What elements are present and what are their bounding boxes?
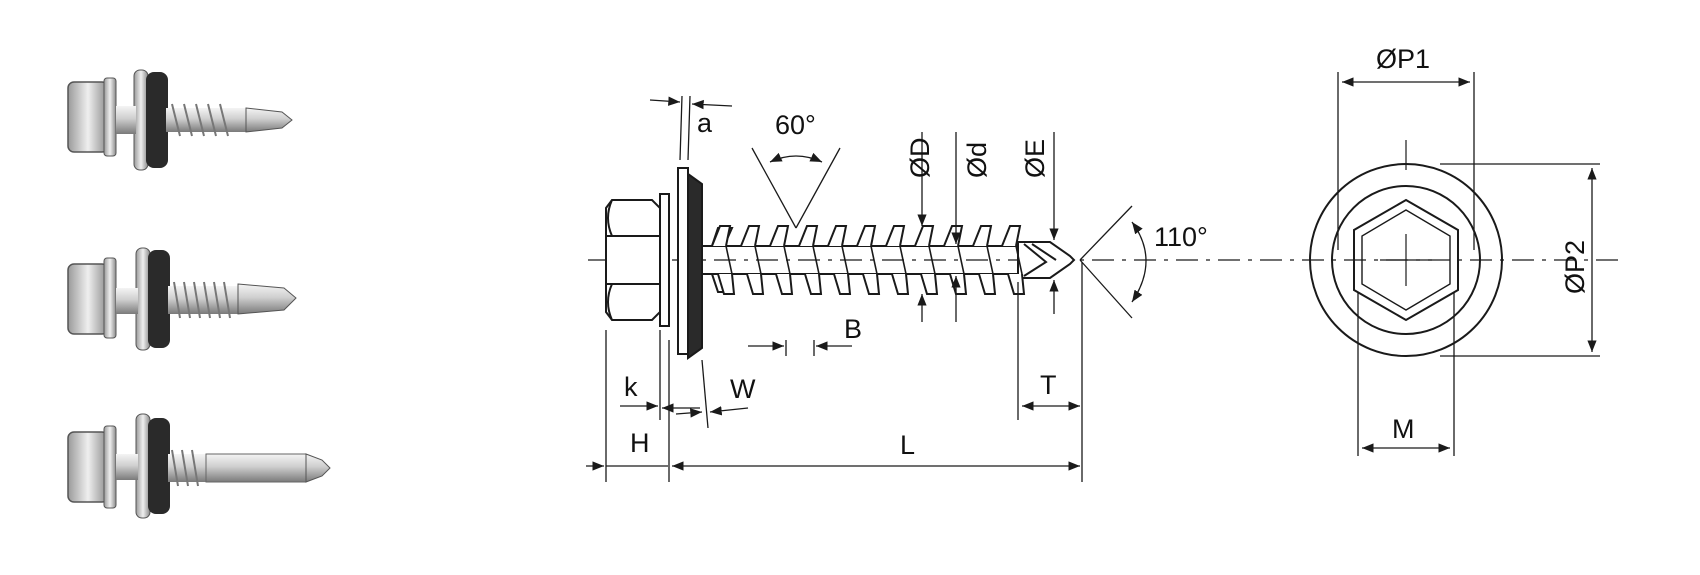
- label-outer-diameter: ØD: [905, 138, 935, 179]
- screw-photo-2: [67, 247, 297, 351]
- thread-tooth-bottom: [949, 273, 968, 295]
- end-labels: ØP1 ØP2 M: [1376, 44, 1590, 444]
- thread-tooth-top: [914, 225, 935, 247]
- thread-helix: [754, 245, 762, 275]
- hex-inner: [1361, 209, 1451, 311]
- end-view: [1309, 140, 1503, 357]
- thread-tooth-bottom: [862, 273, 881, 295]
- side-dimensions: [586, 95, 1147, 482]
- thread-tooth-top: [885, 225, 906, 247]
- thread-tooth-bottom: [920, 273, 939, 295]
- thread-profile: [711, 225, 1026, 295]
- label-head-height: k: [624, 372, 638, 402]
- label-point-angle: 110°: [1154, 222, 1208, 252]
- hex-outline: [1353, 198, 1459, 322]
- thread-tooth-bottom: [978, 273, 997, 295]
- rubber-washer: [687, 172, 703, 360]
- hex-head: [605, 199, 661, 321]
- label-pitch: B: [844, 314, 862, 344]
- thread-tooth-top: [827, 225, 848, 247]
- thread-tooth-top: [740, 225, 761, 247]
- thread-tooth-bottom: [775, 273, 794, 295]
- thread-tooth-top: [972, 225, 993, 247]
- thread-helix: [841, 245, 849, 275]
- metal-washer: [677, 167, 689, 355]
- thread-helix: [986, 245, 994, 275]
- thread-helix: [870, 245, 878, 275]
- thread-tooth-top: [798, 225, 819, 247]
- label-drill-length: T: [1040, 370, 1057, 400]
- thread-tooth-top: [711, 225, 732, 247]
- end-dimensions: [1337, 72, 1600, 456]
- label-length: L: [900, 430, 915, 460]
- drill-point: [1017, 241, 1076, 279]
- thread-helix: [899, 245, 907, 275]
- label-hex-size: M: [1392, 414, 1415, 444]
- thread-tooth-top: [769, 225, 790, 247]
- label-washer-diameter-1: ØP1: [1376, 44, 1430, 74]
- thread-tooth-top: [1001, 225, 1022, 247]
- thread-helix: [1015, 245, 1023, 275]
- thread-tooth-top: [856, 225, 877, 247]
- flange: [659, 193, 670, 327]
- thread-helix: [783, 245, 791, 275]
- thread-tooth-bottom: [804, 273, 823, 295]
- flange-ring: [1331, 185, 1481, 335]
- thread-tooth-bottom: [1007, 273, 1026, 295]
- label-total-head: H: [630, 428, 650, 458]
- label-washer-thickness: W: [730, 374, 756, 404]
- thread-tooth-bottom: [717, 273, 736, 295]
- label-washer-diameter-2: ØP2: [1560, 240, 1590, 294]
- thread-helix: [812, 245, 820, 275]
- thread-tooth-top: [943, 225, 964, 247]
- label-thread-angle: 60°: [775, 110, 816, 140]
- label-a: a: [697, 108, 713, 138]
- thread-tooth-bottom: [746, 273, 765, 295]
- thread-helix: [957, 245, 965, 275]
- thread-tooth-bottom: [833, 273, 852, 295]
- side-labels: a 60° ØD Ød ØE 110° B k W H L T: [624, 108, 1208, 460]
- screw-photo-1: [67, 69, 293, 171]
- label-drill-diameter: ØE: [1020, 139, 1050, 178]
- side-view: [588, 167, 1620, 360]
- thread-helix: [725, 245, 733, 275]
- label-core-diameter: Ød: [962, 142, 992, 178]
- thread-tooth-bottom: [891, 273, 910, 295]
- thread-helix: [928, 245, 936, 275]
- screw-photo-3: [67, 413, 331, 519]
